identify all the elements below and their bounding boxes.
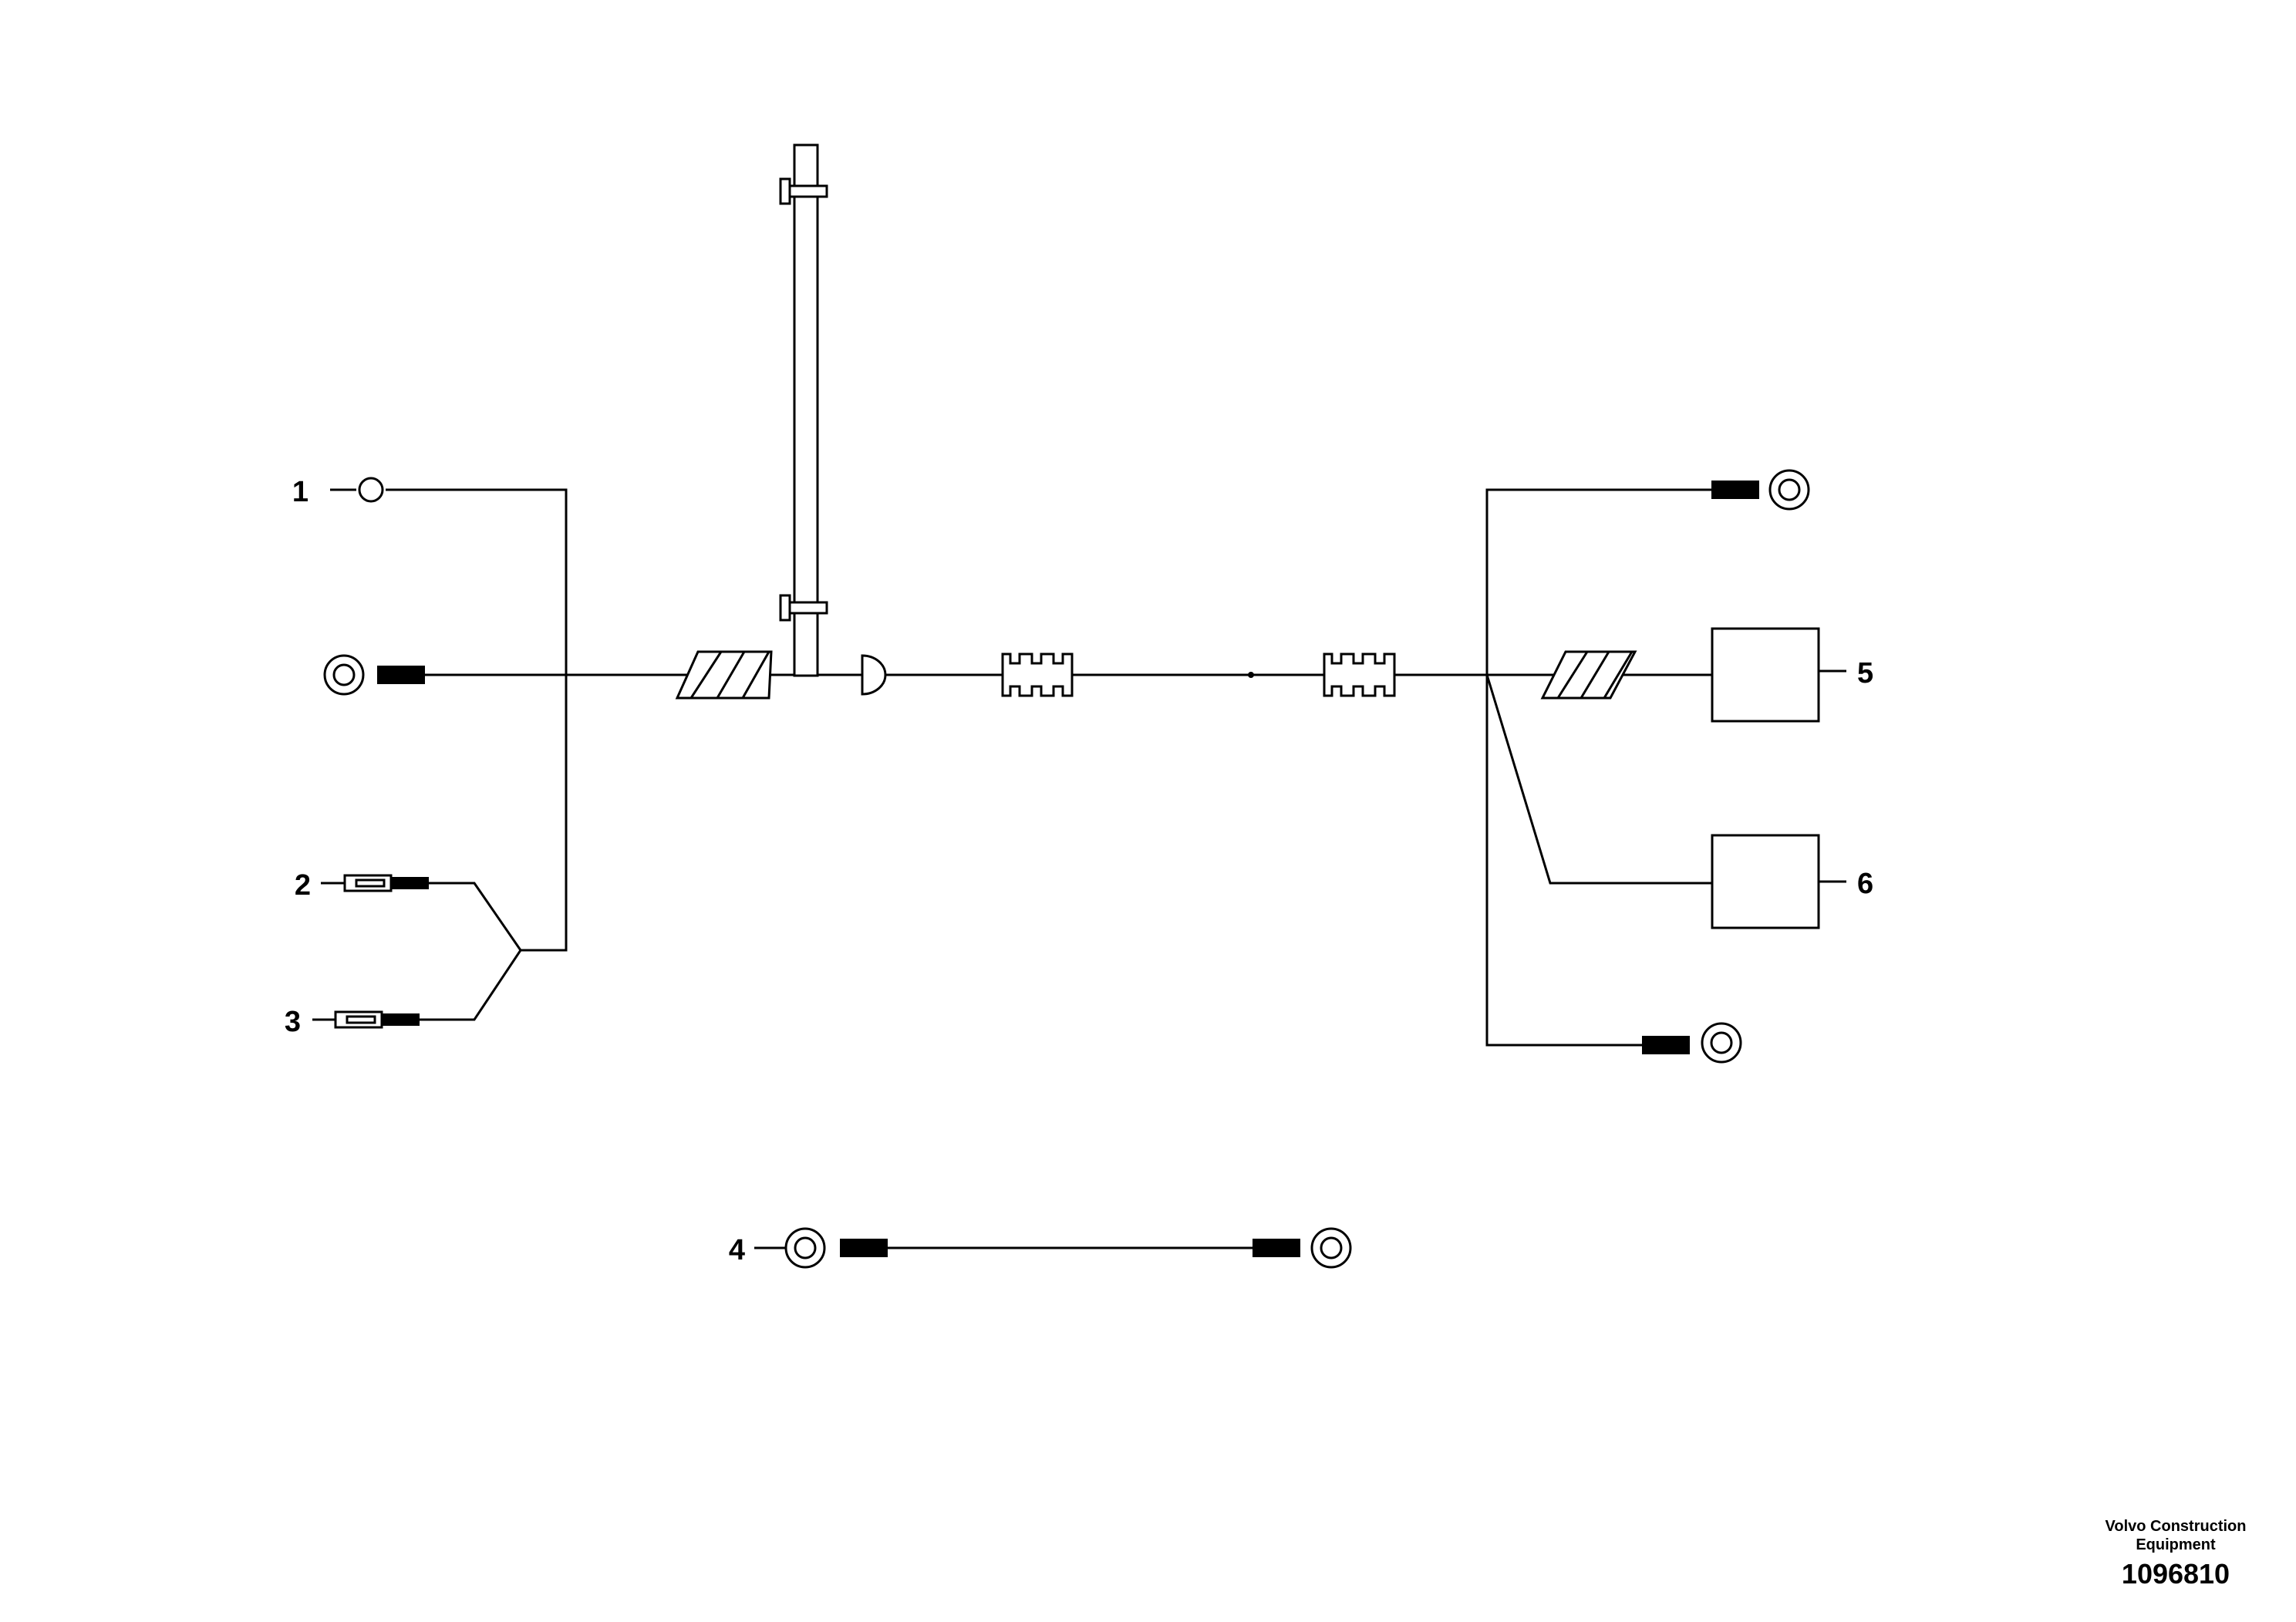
rail-clip-top	[784, 184, 828, 198]
cable-clamp-1	[1001, 653, 1074, 697]
ring-terminal-right-bottom	[1642, 1022, 1742, 1064]
branch-3-wire	[419, 949, 522, 1021]
callout-6-label: 6	[1857, 868, 1873, 900]
component-box-5	[1711, 627, 1820, 723]
flat-connector-2	[321, 874, 429, 892]
callout-5-label: 5	[1857, 657, 1873, 690]
right-trunk-wire	[1485, 488, 1712, 1047]
branch-6-wire	[1485, 674, 1712, 885]
ring-terminal-left-main	[323, 654, 425, 696]
mounting-rail	[779, 143, 828, 677]
splice-dot	[1248, 672, 1254, 678]
drawing-number: 1096810	[2121, 1558, 2230, 1590]
brand-block: Volvo Construction Equipment 1096810	[2083, 1517, 2268, 1591]
callout-2-label: 2	[295, 869, 311, 902]
branch-2-wire	[428, 882, 522, 951]
flat-connector-3	[312, 1010, 420, 1029]
grommet	[861, 654, 887, 696]
ring-terminal-right-top	[1711, 469, 1810, 511]
callout-4-label: 4	[729, 1234, 745, 1266]
callout-3-label: 3	[285, 1006, 301, 1038]
left-section: 1 2 3	[285, 476, 568, 1038]
rail-clip-bottom	[784, 601, 828, 615]
company-name-line2: Equipment	[2136, 1536, 2216, 1553]
ground-strap-4: 4	[729, 1227, 1352, 1269]
right-section: 5 6	[1485, 469, 1873, 1064]
round-terminal-1	[358, 477, 384, 503]
protective-sleeve-right	[1540, 650, 1637, 700]
protective-sleeve-left	[675, 650, 773, 700]
cable-clamp-2	[1323, 653, 1396, 697]
main-harness	[424, 143, 1712, 700]
component-box-6	[1711, 834, 1820, 929]
callout-1-label: 1	[292, 476, 308, 508]
left-trunk-wire	[386, 488, 568, 952]
company-name-line1: Volvo Construction	[2105, 1518, 2247, 1535]
